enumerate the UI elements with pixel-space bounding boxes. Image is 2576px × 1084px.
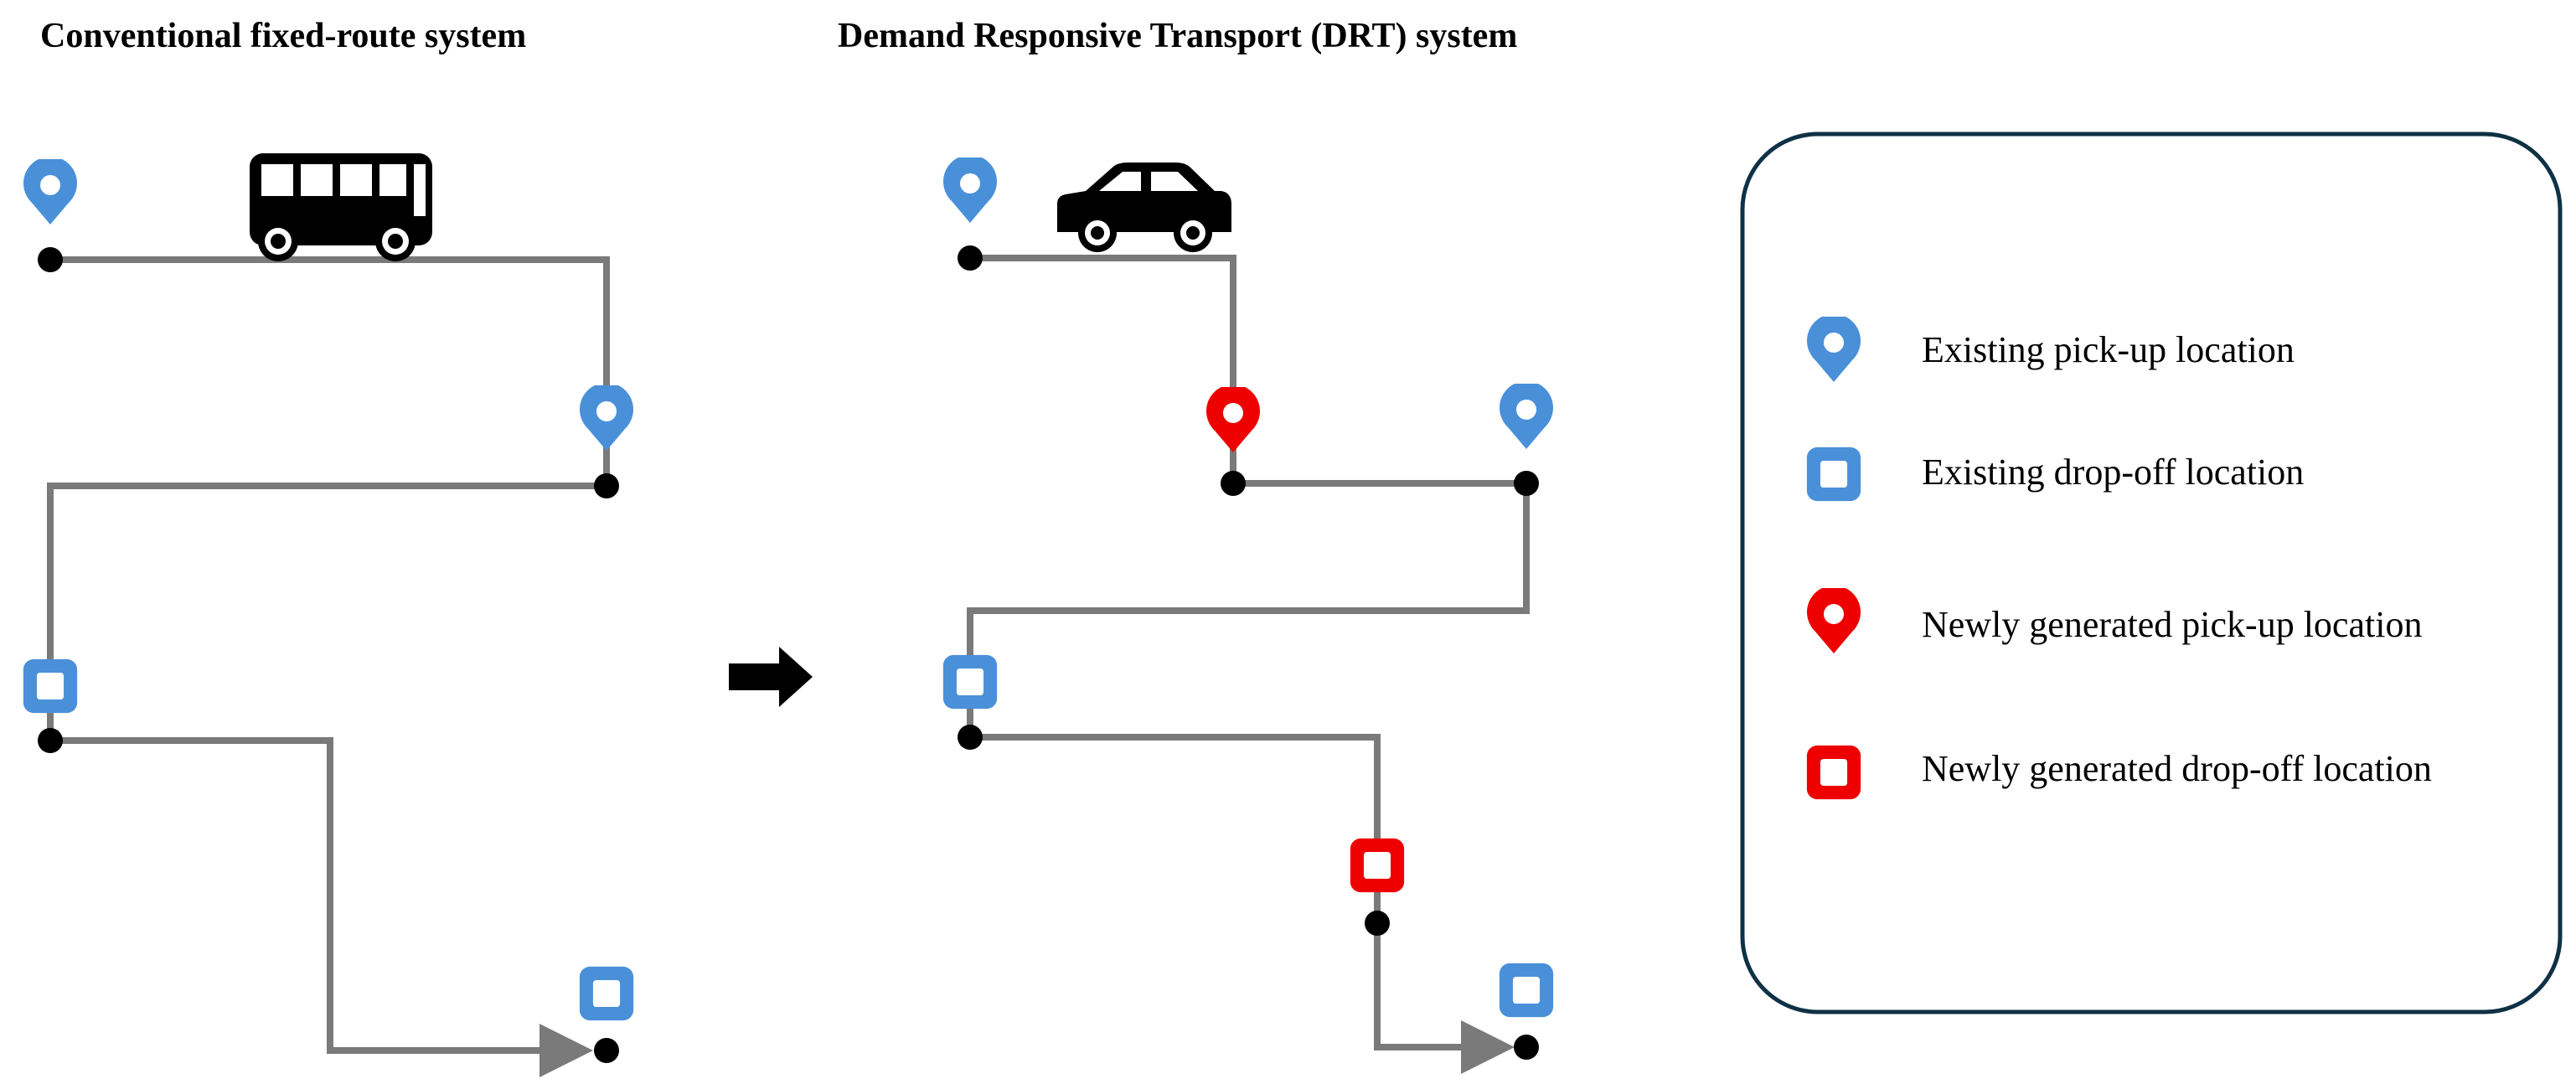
route-node	[1365, 911, 1390, 936]
drt-title: Demand Responsive Transport (DRT) system	[838, 17, 1517, 55]
route-node	[38, 728, 63, 753]
conventional-route	[47, 256, 610, 1077]
existing-dropoff-square-icon	[23, 658, 78, 714]
existing-pickup-pin-icon	[943, 157, 997, 223]
legend-label-new-dropoff: Newly generated drop-off location	[1922, 748, 2432, 789]
route-node	[594, 1038, 619, 1063]
conventional-panel	[23, 153, 634, 1077]
route-node	[958, 245, 983, 271]
existing-dropoff-square-icon	[942, 654, 998, 710]
drt-route	[967, 255, 1530, 1074]
legend-existing-dropoff-icon	[1806, 447, 1861, 502]
car-icon	[1057, 163, 1231, 252]
legend: Existing pick-up location Existing drop-…	[1740, 132, 2563, 1014]
legend-label-new-pickup: Newly generated pick-up location	[1922, 604, 2422, 645]
right-arrow-icon	[729, 647, 813, 707]
new-pickup-pin-icon	[1206, 387, 1260, 452]
bus-icon	[250, 153, 432, 261]
route-node	[1514, 471, 1539, 496]
route-node	[1514, 1035, 1539, 1060]
new-dropoff-square-icon	[1350, 838, 1405, 893]
legend-new-dropoff-icon	[1806, 745, 1861, 800]
drt-panel	[942, 157, 1554, 1074]
existing-dropoff-square-icon	[1499, 963, 1554, 1018]
conventional-title: Conventional fixed-route system	[40, 17, 526, 55]
route-node	[594, 473, 619, 498]
route-node	[38, 247, 63, 272]
existing-pickup-pin-icon	[1500, 384, 1553, 449]
legend-label-existing-pickup: Existing pick-up location	[1922, 329, 2295, 370]
route-node	[958, 725, 983, 750]
existing-pickup-pin-icon	[580, 385, 633, 451]
legend-label-existing-dropoff: Existing drop-off location	[1922, 452, 2304, 493]
existing-dropoff-square-icon	[579, 966, 634, 1021]
legend-box	[1740, 132, 2563, 1014]
existing-pickup-pin-icon	[23, 159, 77, 225]
route-node	[1221, 471, 1246, 496]
